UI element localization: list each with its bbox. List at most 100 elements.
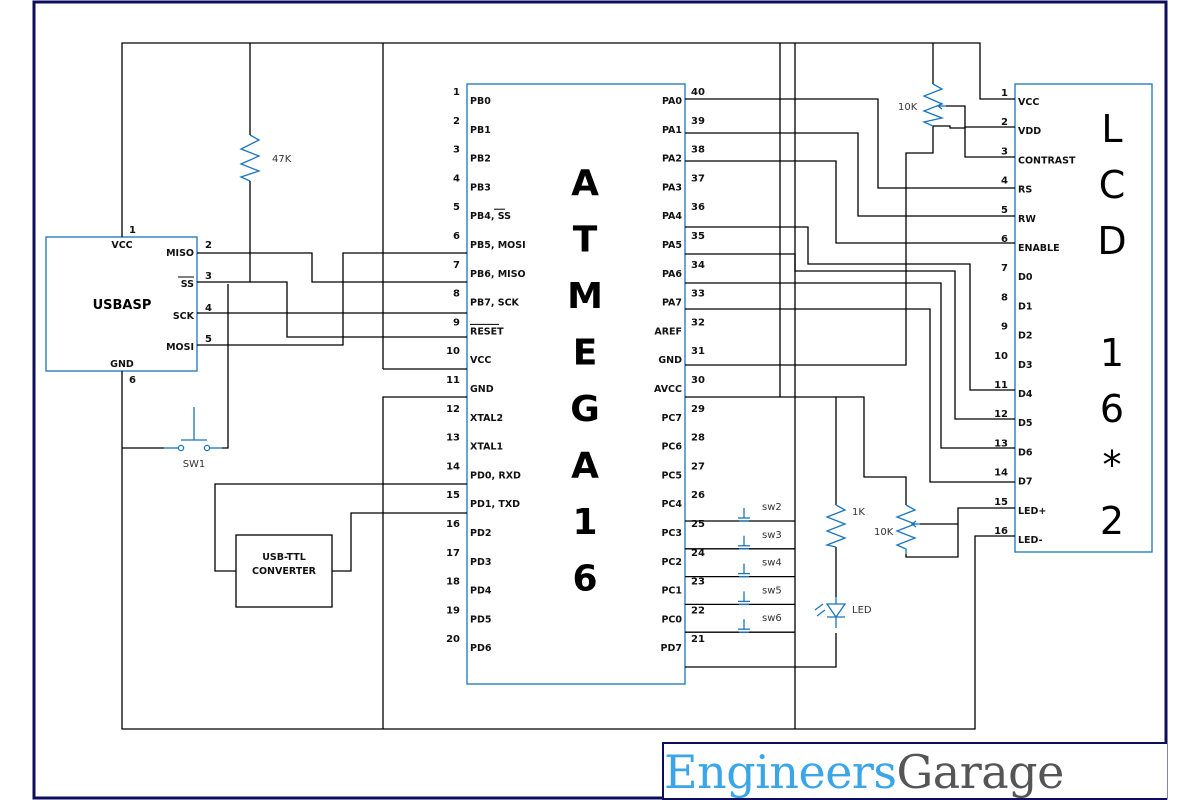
mcu-pin-label: PC1: [661, 586, 682, 597]
mcu-pin-label: PA7: [662, 298, 682, 309]
mcu-pin-number: 35: [691, 231, 705, 242]
lcd-pin-number: 7: [1001, 263, 1008, 274]
light-icon: [814, 603, 824, 611]
mcu-pin-number: 17: [446, 548, 460, 559]
mcu-pin-number: 6: [453, 231, 460, 242]
mcu-pin-label: PD5: [470, 614, 491, 625]
usbasp-pin-vcc: VCC: [111, 240, 132, 251]
usb-ttl-converter: USB-TTL CONVERTER: [235, 534, 333, 608]
engineers-garage-logo: EngineersGarage: [662, 742, 1167, 800]
mcu-pin-number: 1: [453, 87, 460, 98]
lcd-title-letter: *: [1103, 443, 1122, 487]
pot-contrast-label: 10K: [898, 102, 918, 113]
mcu-pin-label: PB7, SCK: [470, 298, 520, 309]
mcu-pin-label: PA0: [662, 96, 682, 107]
mcu-pin-label: PD6: [470, 643, 492, 654]
usbasp-pin-num: 4: [205, 303, 212, 314]
lcd-pin-label: D0: [1018, 272, 1033, 283]
mcu-pin-number: 23: [691, 577, 705, 588]
lcd-pin-label: ENABLE: [1018, 243, 1060, 254]
lcd-pin-number: 16: [994, 526, 1008, 537]
mcu-pin-number: 28: [691, 433, 705, 444]
mcu-pin-label: PD2: [470, 528, 491, 539]
switch-label: sw5: [762, 585, 782, 596]
lcd-pin-number: 12: [994, 409, 1008, 420]
mcu-pin-number: 37: [691, 173, 705, 184]
page-frame: [32, 0, 1168, 800]
usb-ttl-label-1: USB-TTL: [262, 552, 306, 563]
lcd-pin-label: LED-: [1018, 535, 1043, 546]
lcd-pin-number: 1: [1001, 88, 1008, 99]
resistor-1k-label: 1K: [852, 507, 865, 518]
lcd-pin-label: LED+: [1018, 506, 1046, 517]
mcu-pin-number: 2: [453, 116, 460, 127]
mcu-pin-number: 4: [453, 173, 460, 184]
resistor-1k: 1K: [824, 504, 865, 548]
atmega16-right-pins: 40PA039PA138PA237PA336PA435PA534PA633PA7…: [654, 87, 705, 654]
mcu-pin-number: 27: [691, 461, 705, 472]
led-label: LED: [852, 605, 872, 616]
mcu-pin-number: 32: [691, 317, 705, 328]
lcd-title-letter: 1: [1100, 331, 1124, 375]
usbasp-pin-num: 3: [205, 271, 212, 282]
mcu-pin-number: 25: [691, 519, 705, 530]
usbasp-title: USBASP: [93, 298, 152, 313]
resistor-47k: 47K: [239, 134, 292, 182]
potentiometer-contrast: 10K: [898, 83, 946, 127]
lcd-pin-number: 9: [1001, 322, 1008, 333]
mcu-pin-label: PB4, SS: [470, 211, 511, 222]
lcd-pin-number: 15: [994, 497, 1008, 508]
mcu-pin-number: 12: [446, 404, 460, 415]
mcu-pin-number: 29: [691, 404, 705, 415]
lcd-pin-label: RS: [1018, 185, 1032, 196]
mcu-pin-number: 11: [446, 375, 460, 386]
mcu-pin-number: 19: [446, 605, 460, 616]
lcd-title-letter: 6: [1100, 387, 1124, 431]
mcu-pin-number: 33: [691, 289, 705, 300]
mcu-pin-number: 30: [691, 375, 705, 386]
mcu-pin-label: PA4: [662, 211, 682, 222]
logo-part-1: Engineers: [664, 745, 897, 799]
lcd-pin-number: 10: [994, 351, 1008, 362]
usbasp-pin-miso: MISO: [166, 248, 194, 259]
mcu-pin-label: XTAL2: [470, 413, 503, 424]
switch-label: sw6: [762, 613, 782, 624]
mcu-pin-number: 14: [446, 461, 460, 472]
lcd-pin-label: VCC: [1018, 97, 1039, 108]
lcd-pin-number: 3: [1001, 146, 1008, 157]
usbasp-pin-gnd: GND: [110, 359, 134, 370]
mcu-pin-label: AREF: [654, 326, 682, 337]
mcu-pin-label: PA1: [662, 125, 682, 136]
mcu-pin-label: PC0: [661, 614, 682, 625]
mcu-pin-label: RESET: [470, 326, 504, 337]
mcu-pin-number: 18: [446, 577, 460, 588]
usbasp-pin-num: 5: [205, 334, 212, 345]
usbasp-pin-ss: SS: [181, 279, 194, 290]
resistor-47k-label: 47K: [272, 154, 292, 165]
mcu-pin-label: PB2: [470, 154, 491, 165]
lcd-pin-label: D7: [1018, 477, 1033, 488]
mcu-pin-number: 31: [691, 346, 705, 357]
mcu-pin-label: PB5, MOSI: [470, 240, 526, 251]
mcu-pin-label: VCC: [470, 355, 491, 366]
lcd-title-letter: C: [1099, 163, 1126, 207]
atmega16-title-letter: A: [571, 446, 599, 487]
mcu-pin-number: 40: [691, 87, 705, 98]
mcu-pin-number: 15: [446, 490, 460, 501]
mcu-pin-number: 7: [453, 260, 460, 271]
switch-label: sw2: [762, 502, 782, 513]
mcu-pin-number: 21: [691, 634, 705, 645]
pot-backlight-label: 10K: [874, 527, 894, 538]
mcu-pin-label: XTAL1: [470, 442, 503, 453]
mcu-pin-label: PC7: [661, 413, 682, 424]
usbasp-pin-num: 1: [129, 225, 136, 236]
mcu-pin-label: PA6: [662, 269, 682, 280]
atmega16-title-letter: A: [571, 163, 599, 204]
lcd-pin-label: RW: [1018, 214, 1036, 225]
lcd-pin-label: D2: [1018, 331, 1033, 342]
atmega16-title-letter: T: [573, 220, 598, 261]
wires: [121, 42, 1015, 730]
mcu-pin-label: PB0: [470, 96, 491, 107]
